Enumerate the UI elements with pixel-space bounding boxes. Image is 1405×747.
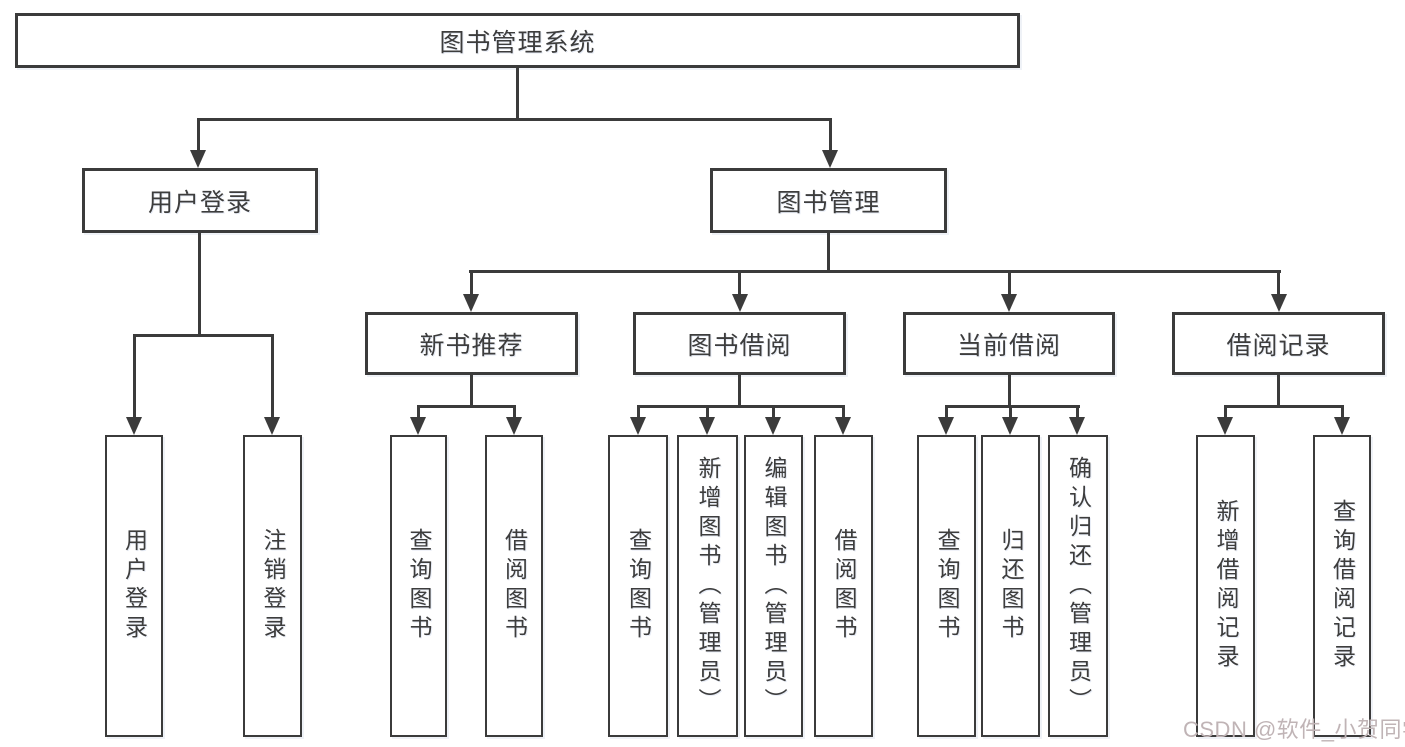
connector-recommend-drop-1 <box>417 405 420 419</box>
connector-root-stem <box>516 68 519 121</box>
node-confirm-return-admin: 确认归还（管理员） <box>1048 435 1108 737</box>
connector-records-stem <box>1277 375 1280 408</box>
arrowhead-logout-icon <box>264 417 280 435</box>
arrowhead-borrow-books-icon <box>835 417 851 435</box>
connector-current-stem <box>1008 375 1011 408</box>
connector-current-drop-3 <box>1076 405 1079 419</box>
connector-borrow-bar <box>637 405 845 408</box>
connector-current-drop-1 <box>945 405 948 419</box>
node-add-borrow-record: 新增借阅记录 <box>1196 435 1255 737</box>
arrowhead-book-borrow-icon <box>732 294 748 312</box>
arrowhead-return-books-icon <box>1002 417 1018 435</box>
node-add-books-admin: 新增图书（管理员） <box>677 435 738 737</box>
node-edit-books-admin-label: 编辑图书（管理员） <box>761 455 787 717</box>
node-logout: 注销登录 <box>243 435 302 737</box>
arrowhead-new-book-recommend-icon <box>463 294 479 312</box>
connector-records-bar <box>1224 405 1344 408</box>
arrowhead-borrow-records-icon <box>1271 294 1287 312</box>
connector-userlogin-stem <box>198 233 201 337</box>
node-add-borrow-record-label: 新增借阅记录 <box>1213 499 1239 673</box>
connector-records-drop-1 <box>1224 405 1227 419</box>
arrowhead-user-login-icon <box>190 150 206 168</box>
connector-borrow-drop-3 <box>772 405 775 419</box>
arrowhead-query-borrow-record-icon <box>1334 417 1350 435</box>
arrowhead-add-books-admin-icon <box>699 417 715 435</box>
arrowhead-current-borrow-icon <box>1001 294 1017 312</box>
node-return-books-label: 归还图书 <box>998 528 1024 644</box>
arrowhead-query-books-current-icon <box>938 417 954 435</box>
arrowhead-query-books-recommend-icon <box>410 417 426 435</box>
connector-userlogin-bar <box>133 334 274 337</box>
connector-recommend-stem <box>470 375 473 408</box>
node-query-books-recommend: 查询图书 <box>390 435 447 737</box>
arrowhead-edit-books-admin-icon <box>765 417 781 435</box>
node-borrow-books-label: 借阅图书 <box>831 528 857 644</box>
node-add-books-admin-label: 新增图书（管理员） <box>695 455 721 717</box>
node-borrow-records-label: 借阅记录 <box>1226 331 1331 360</box>
node-user-login-leaf: 用户登录 <box>105 435 163 737</box>
arrowhead-confirm-return-admin-icon <box>1069 417 1085 435</box>
node-root: 图书管理系统 <box>15 13 1020 68</box>
node-user-login-label: 用户登录 <box>147 188 252 217</box>
connector-bookmgmt-drop-3 <box>1008 270 1011 296</box>
connector-bookmgmt-drop-2 <box>738 270 741 296</box>
node-book-management: 图书管理 <box>710 168 947 233</box>
node-query-borrow-record-label: 查询借阅记录 <box>1329 499 1356 673</box>
connector-userlogin-drop-left <box>133 334 136 419</box>
connector-root-drop-right <box>829 118 832 152</box>
connector-recommend-drop-2 <box>513 405 516 419</box>
node-edit-books-admin: 编辑图书（管理员） <box>744 435 803 737</box>
node-logout-label: 注销登录 <box>260 528 286 644</box>
connector-recommend-bar <box>417 405 516 408</box>
node-query-books-current: 查询图书 <box>917 435 976 737</box>
node-return-books: 归还图书 <box>981 435 1040 737</box>
connector-userlogin-drop-right <box>271 334 274 419</box>
node-user-login: 用户登录 <box>82 168 318 233</box>
node-book-borrow: 图书借阅 <box>633 312 846 375</box>
node-borrow-books-recommend-label: 借阅图书 <box>501 528 528 644</box>
node-query-books-borrow: 查询图书 <box>608 435 668 737</box>
node-query-borrow-record: 查询借阅记录 <box>1313 435 1371 737</box>
connector-borrow-drop-2 <box>706 405 709 419</box>
node-confirm-return-admin-label: 确认归还（管理员） <box>1065 455 1092 717</box>
arrowhead-query-books-borrow-icon <box>630 417 646 435</box>
node-query-books-current-label: 查询图书 <box>934 528 960 644</box>
connector-current-drop-2 <box>1009 405 1012 419</box>
node-book-management-label: 图书管理 <box>776 188 881 217</box>
node-user-login-leaf-label: 用户登录 <box>121 528 148 644</box>
node-query-books-borrow-label: 查询图书 <box>625 528 652 644</box>
connector-borrow-drop-4 <box>842 405 845 419</box>
connector-bookmgmt-stem <box>827 233 830 273</box>
connector-root-bar <box>197 118 832 121</box>
node-borrow-records: 借阅记录 <box>1172 312 1385 375</box>
connector-borrow-drop-1 <box>637 405 640 419</box>
node-new-book-recommend-label: 新书推荐 <box>419 331 524 360</box>
connector-bookmgmt-drop-4 <box>1277 270 1280 296</box>
node-book-borrow-label: 图书借阅 <box>687 331 792 360</box>
node-current-borrow-label: 当前借阅 <box>956 331 1061 360</box>
arrowhead-book-management-icon <box>822 150 838 168</box>
connector-current-bar <box>945 405 1080 408</box>
node-borrow-books-recommend: 借阅图书 <box>485 435 543 737</box>
node-borrow-books: 借阅图书 <box>814 435 873 737</box>
connector-root-drop-left <box>197 118 200 152</box>
csdn-watermark: CSDN @软件_小贺同学 <box>1183 717 1405 742</box>
node-current-borrow: 当前借阅 <box>903 312 1115 375</box>
node-root-label: 图书管理系统 <box>439 28 596 57</box>
arrowhead-user-login-leaf-icon <box>126 417 142 435</box>
connector-borrow-stem <box>738 375 741 408</box>
node-query-books-recommend-label: 查询图书 <box>406 528 432 644</box>
node-new-book-recommend: 新书推荐 <box>365 312 578 375</box>
connector-records-drop-2 <box>1341 405 1344 419</box>
connector-bookmgmt-bar <box>469 270 1281 273</box>
arrowhead-borrow-books-recommend-icon <box>506 417 522 435</box>
connector-bookmgmt-drop-1 <box>470 270 473 296</box>
arrowhead-add-borrow-record-icon <box>1217 417 1233 435</box>
